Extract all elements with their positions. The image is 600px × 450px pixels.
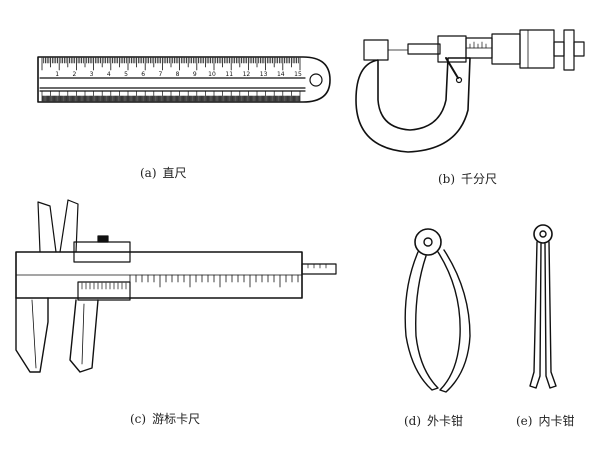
micrometer-barrel [519, 29, 555, 69]
ruler-ticks-bottom [41, 90, 301, 102]
ruler-scale-number: 9 [193, 71, 197, 78]
ruler-scale-number: 15 [294, 71, 302, 78]
caliper-depth-rod [301, 263, 337, 275]
outside-caliper-left-leg [404, 251, 439, 391]
micrometer-spindle [407, 43, 441, 55]
ruler-scale-number: 5 [124, 71, 128, 78]
inside-caliper [529, 224, 557, 389]
vernier-caliper [15, 199, 337, 373]
caliper-fixed-jaw [15, 297, 49, 373]
caption-micrometer: (b)千分尺 [438, 172, 498, 186]
micrometer-thimble [491, 33, 521, 65]
ruler-scale-number: 11 [225, 71, 233, 78]
ruler-scale-number: 4 [107, 71, 111, 78]
outside-caliper-right-leg [437, 249, 471, 393]
outside-caliper [404, 228, 471, 393]
vernier-ticks [81, 282, 131, 290]
caliper-vernier-scale [77, 281, 131, 301]
inside-caliper-left-leg [529, 241, 542, 389]
caliper-lock-screw [97, 235, 109, 243]
ruler-scale-number: 13 [260, 71, 268, 78]
ruler-hang-hole [309, 73, 323, 87]
caliper-main-scale [129, 274, 299, 288]
caption-inside-caliper: (e)内卡钳 [516, 414, 575, 428]
ruler-scale-number: 6 [141, 71, 145, 78]
micrometer-ratchet [553, 41, 565, 57]
micrometer-anvil [363, 39, 389, 61]
caliper-moving-inner-jaw [59, 199, 79, 253]
ruler-scale-number: 12 [243, 71, 251, 78]
caption-vernier-caliper: (c)游标卡尺 [130, 412, 201, 426]
ruler-scale-number: 7 [158, 71, 162, 78]
ruler-ticks-top [41, 57, 301, 71]
caption-steel-ruler: (a)直尺 [140, 166, 187, 180]
ruler-scale-number: 8 [176, 71, 180, 78]
caliper-moving-jaw [69, 299, 99, 373]
caption-outside-caliper: (d)外卡钳 [404, 414, 464, 428]
micrometer-knob [563, 29, 575, 71]
ruler-scale-number: 2 [72, 71, 76, 78]
ruler-scale-number: 14 [277, 71, 285, 78]
ruler-scale-number: 3 [90, 71, 94, 78]
micrometer-frame [355, 57, 471, 153]
ruler-scale-number: 10 [208, 71, 216, 78]
micrometer [355, 29, 585, 153]
inside-caliper-right-leg [544, 241, 557, 389]
ruler-scale-number: 1 [55, 71, 59, 78]
caliper-fixed-inner-jaw [37, 201, 57, 253]
